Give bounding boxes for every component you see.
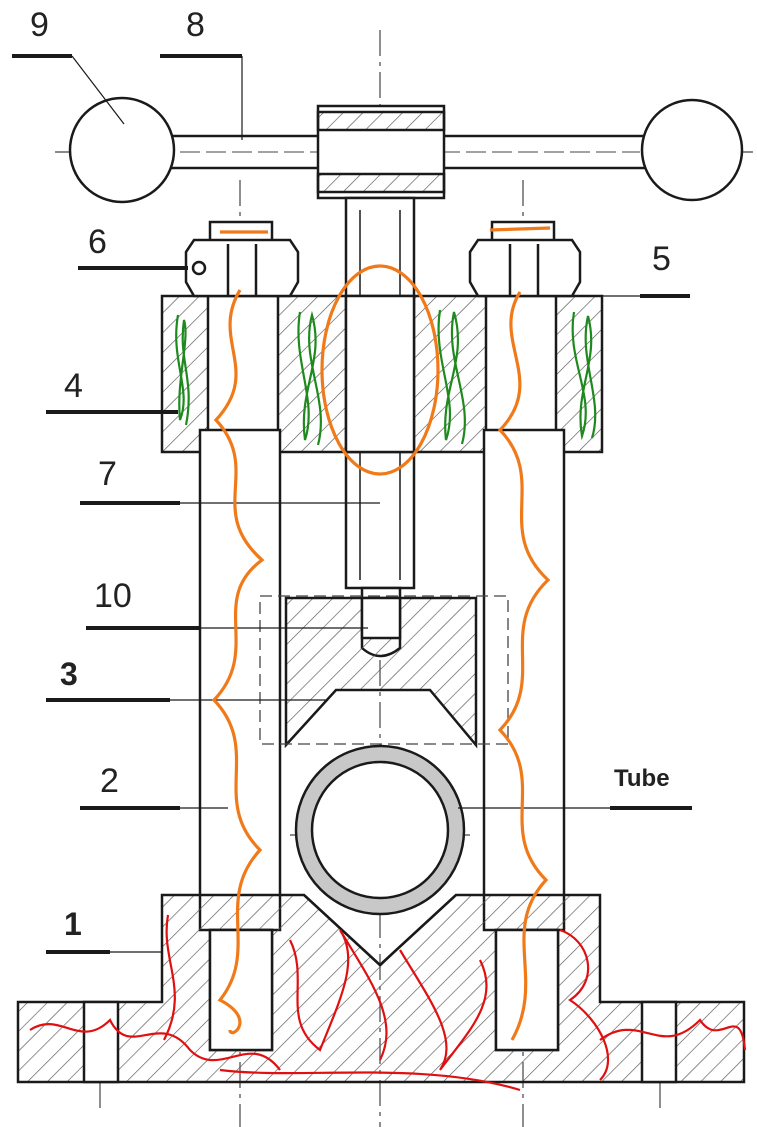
label-9: 9 [30, 6, 49, 44]
label-4: 4 [64, 367, 83, 405]
handle-ball-right [640, 98, 744, 202]
handle-ball-left [68, 96, 176, 204]
green-hatch-scribbles [175, 309, 597, 446]
label-8: 8 [186, 6, 205, 44]
label-1: 1 [64, 906, 82, 942]
tube [294, 744, 466, 916]
red-scribbles [29, 914, 747, 1092]
label-tube: Tube [614, 765, 670, 792]
leader-lines [12, 54, 692, 954]
label-6: 6 [88, 223, 107, 261]
nut-left [184, 220, 300, 298]
label-5: 5 [652, 240, 671, 278]
label-2: 2 [100, 762, 119, 800]
label-7: 7 [98, 455, 117, 493]
label-3: 3 [60, 656, 78, 692]
orange-scribbles [211, 226, 551, 1041]
handle-hub [316, 104, 446, 200]
jaw-block [259, 595, 509, 749]
nut-right [468, 220, 582, 298]
crossbar [160, 294, 604, 454]
label-10: 10 [94, 577, 132, 615]
part-labels: 9 8 6 5 4 7 10 3 2 Tube 1 [30, 6, 671, 942]
base [16, 893, 746, 1084]
